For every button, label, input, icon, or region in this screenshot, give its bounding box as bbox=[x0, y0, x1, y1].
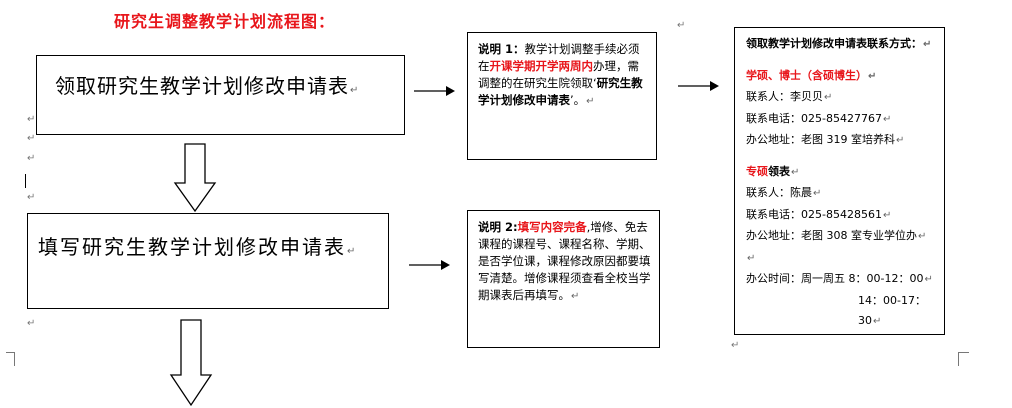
note-1-text-a: 教学计划调整手续必须在 bbox=[478, 42, 640, 73]
step-1-label: 领取研究生教学计划修改申请表↵ bbox=[55, 74, 360, 98]
note-2-label: 说明 2: bbox=[478, 220, 518, 234]
contact-hours-2: 14：00-17：30↵ bbox=[858, 293, 926, 328]
note-1-emphasis: 开课学期开学两周内 bbox=[489, 59, 594, 73]
paragraph-return-icon: ↵ bbox=[731, 340, 740, 351]
note-box-1: 说明 1：教学计划调整手续必须在开课学期开学两周内办理，需调整的在研究生院领取‘… bbox=[467, 32, 657, 160]
hollow-down-arrow-icon bbox=[173, 143, 217, 213]
note-1-label: 说明 1： bbox=[478, 42, 525, 56]
paragraph-return-icon: ↵ bbox=[347, 246, 358, 257]
page-corner-mark bbox=[958, 352, 959, 366]
page-title: 研究生调整教学计划流程图： bbox=[114, 12, 336, 31]
contact-box: 领取教学计划修改申请表联系方式：↵ 学硕、博士（含硕博生）↵ 联系人：李贝贝↵ … bbox=[734, 27, 945, 335]
page-corner-mark bbox=[14, 352, 15, 366]
note-1-form-name: 研究生教学计划修改申请表 bbox=[478, 76, 643, 107]
right-arrow-icon bbox=[678, 81, 719, 91]
paragraph-return-icon: ↵ bbox=[586, 96, 595, 107]
contact-group-1-address: 办公地址：老图 319 室培养科↵ bbox=[746, 133, 905, 146]
note-1-text-b: 办理，需调整的在研究生院领取‘ bbox=[478, 59, 639, 90]
page-corner-mark bbox=[6, 352, 14, 367]
step-box-2: 填写研究生教学计划修改申请表↵ bbox=[27, 213, 389, 309]
contact-group-1-person: 联系人：李贝贝↵ bbox=[746, 90, 833, 103]
paragraph-return-icon: ↵ bbox=[350, 85, 360, 96]
contact-group-2-person: 联系人：陈晨↵ bbox=[746, 186, 822, 199]
contact-group-1-phone: 联系电话：025-85427767↵ bbox=[746, 111, 892, 125]
text-cursor bbox=[25, 174, 26, 188]
step-box-1: 领取研究生教学计划修改申请表↵ bbox=[36, 55, 405, 135]
paragraph-return-icon: ↵ bbox=[27, 114, 36, 125]
contact-group-2-title: 专硕领表↵ bbox=[746, 164, 800, 178]
paragraph-return-icon: ↵ bbox=[27, 192, 36, 203]
contact-group-1-title: 学硕、博士（含硕博生）↵ bbox=[746, 68, 877, 82]
note-box-2: 说明 2:填写内容完备,增修、免去课程的课程号、课程名称、学期、是否学位课，课程… bbox=[467, 210, 660, 348]
contact-hours: 办公时间：周一周五 8：00-12：00↵ bbox=[746, 272, 933, 285]
contact-group-2-phone: 联系电话：025-85428561↵ bbox=[746, 207, 892, 221]
right-arrow-icon bbox=[414, 86, 455, 96]
paragraph-return-icon: ↵ bbox=[27, 318, 36, 329]
contact-blank-line: ↵ bbox=[747, 252, 756, 264]
paragraph-return-icon: ↵ bbox=[571, 291, 580, 302]
note-2-text-a: ,增修、免去课程的课程号、课程名称、学期、是否学位课，课程修改原因都要填写清楚。… bbox=[478, 220, 651, 302]
right-arrow-icon bbox=[409, 260, 450, 270]
page-corner-mark bbox=[959, 352, 969, 353]
paragraph-return-icon: ↵ bbox=[27, 153, 36, 164]
contact-heading: 领取教学计划修改申请表联系方式：↵ bbox=[746, 37, 932, 50]
paragraph-return-icon: ↵ bbox=[677, 20, 686, 31]
paragraph-return-icon: ↵ bbox=[27, 133, 36, 144]
note-2-emphasis: 填写内容完备 bbox=[517, 220, 587, 234]
note-1-text-c: ’。 bbox=[570, 93, 586, 107]
hollow-down-arrow-icon bbox=[169, 319, 213, 407]
contact-group-2-address: 办公地址：老图 308 室专业学位办↵ bbox=[746, 229, 927, 242]
step-2-label: 填写研究生教学计划修改申请表↵ bbox=[38, 235, 358, 259]
